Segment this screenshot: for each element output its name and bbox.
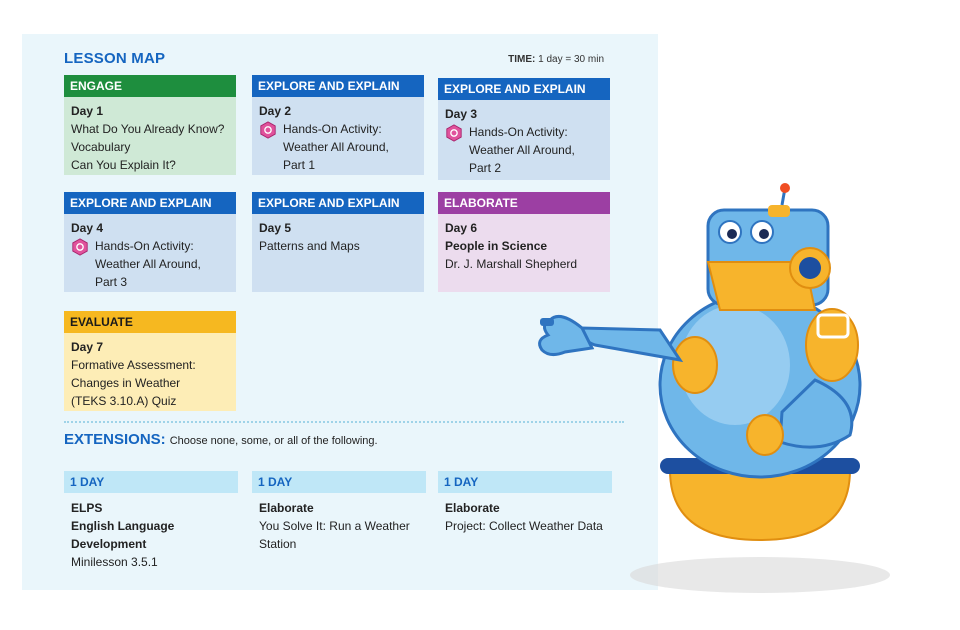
hands-on-hexagon-icon: [72, 238, 88, 256]
card-bold-line: People in Science: [445, 239, 548, 253]
extension-weather-station: 1 DAY Elaborate You Solve It: Run a Weat…: [252, 471, 426, 559]
extension-title: Elaborate: [445, 501, 500, 515]
card-header: EVALUATE: [64, 311, 236, 333]
extensions-title: EXTENSIONS:: [64, 431, 166, 448]
hands-on-hexagon-icon: [446, 124, 462, 142]
time-value: 1 day = 30 min: [538, 54, 604, 65]
card-line: (TEKS 3.10.A) Quiz: [71, 394, 177, 408]
extension-weather-project: 1 DAY Elaborate Project: Collect Weather…: [438, 471, 612, 541]
card-header: EXPLORE AND EXPLAIN: [252, 75, 424, 97]
card-header: EXPLORE AND EXPLAIN: [438, 78, 610, 100]
time-label: TIME:: [508, 54, 536, 65]
extension-duration: 1 DAY: [252, 471, 426, 493]
card-day-7: EVALUATE Day 7 Formative Assessment: Cha…: [64, 311, 236, 411]
card-day-4: EXPLORE AND EXPLAIN Day 4 Hands-On Activ…: [64, 192, 236, 292]
activity-line: Part 2: [469, 161, 502, 175]
section-divider: [64, 421, 624, 423]
extensions-subtitle: Choose none, some, or all of the followi…: [169, 435, 378, 447]
day-label: Day 6: [445, 221, 478, 235]
day-label: Day 4: [71, 221, 104, 235]
extension-bold-line: English Language: [71, 519, 175, 533]
card-line: Formative Assessment:: [71, 358, 196, 372]
extension-title: Elaborate: [259, 501, 314, 515]
day-label: Day 7: [71, 340, 104, 354]
card-line: Vocabulary: [71, 140, 131, 154]
card-header: EXPLORE AND EXPLAIN: [252, 192, 424, 214]
extension-line: Station: [259, 537, 297, 551]
activity-line: Weather All Around,: [95, 257, 201, 271]
card-line: Patterns and Maps: [259, 239, 360, 253]
day-label: Day 1: [71, 104, 104, 118]
activity-line: Weather All Around,: [469, 143, 575, 157]
extension-line: You Solve It: Run a Weather: [259, 519, 410, 533]
activity-line: Hands-On Activity:: [95, 239, 194, 253]
time-info: TIME: 1 day = 30 min: [508, 54, 604, 65]
day-label: Day 3: [445, 107, 478, 121]
card-line: Can You Explain It?: [71, 158, 176, 172]
extension-elps: 1 DAY ELPS English Language Development …: [64, 471, 238, 577]
card-day-6: ELABORATE Day 6 People in Science Dr. J.…: [438, 192, 610, 292]
robot-mascot: [538, 183, 890, 593]
card-line: Changes in Weather: [71, 376, 181, 390]
card-header: ENGAGE: [64, 75, 236, 97]
card-day-5: EXPLORE AND EXPLAIN Day 5 Patterns and M…: [252, 192, 424, 292]
extension-line: Project: Collect Weather Data: [445, 519, 603, 533]
card-day-2: EXPLORE AND EXPLAIN Day 2 Hands-On Activ…: [252, 75, 424, 175]
hands-on-hexagon-icon: [260, 121, 276, 139]
extension-duration: 1 DAY: [64, 471, 238, 493]
card-header: EXPLORE AND EXPLAIN: [64, 192, 236, 214]
card-day-1: ENGAGE Day 1 What Do You Already Know? V…: [64, 75, 236, 175]
extension-line: Minilesson 3.5.1: [71, 555, 158, 569]
extensions-heading: EXTENSIONS:Choose none, some, or all of …: [64, 431, 378, 448]
extension-duration: 1 DAY: [438, 471, 612, 493]
activity-line: Weather All Around,: [283, 140, 389, 154]
activity-line: Part 1: [283, 158, 316, 172]
card-line: What Do You Already Know?: [71, 122, 225, 136]
card-day-3: EXPLORE AND EXPLAIN Day 3 Hands-On Activ…: [438, 78, 610, 180]
activity-line: Hands-On Activity:: [283, 122, 382, 136]
card-header: ELABORATE: [438, 192, 610, 214]
day-label: Day 5: [259, 221, 292, 235]
card-line: Dr. J. Marshall Shepherd: [445, 257, 578, 271]
extension-bold-line: Development: [71, 537, 147, 551]
day-label: Day 2: [259, 104, 292, 118]
activity-line: Hands-On Activity:: [469, 125, 568, 139]
lesson-map-title: LESSON MAP: [64, 50, 166, 67]
activity-line: Part 3: [95, 275, 128, 289]
extension-title: ELPS: [71, 501, 103, 515]
